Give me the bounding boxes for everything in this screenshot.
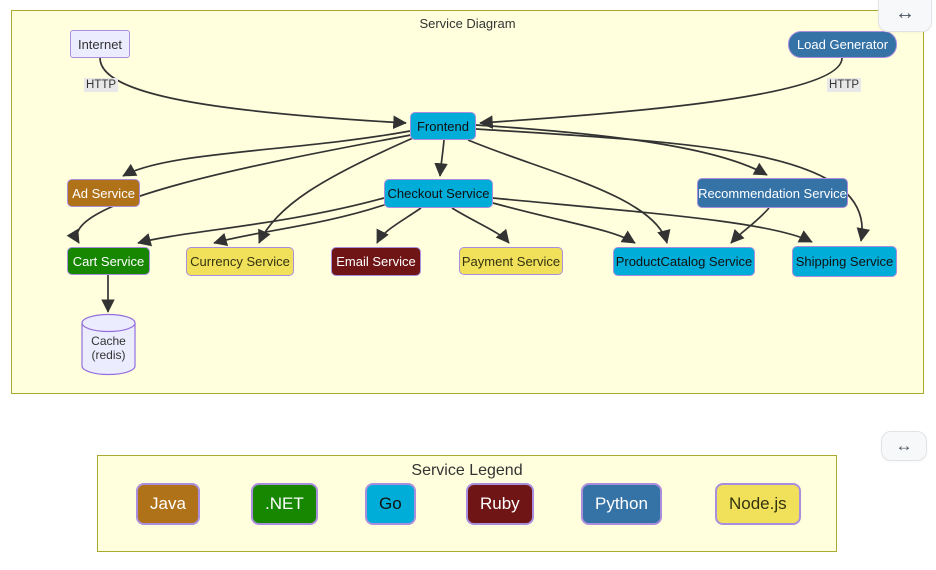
legend-item-ruby: Ruby — [466, 483, 534, 525]
legend-item-java: Java — [136, 483, 200, 525]
legend-title: Service Legend — [411, 462, 523, 479]
horizontal-expand-icon: ↔ — [895, 436, 913, 455]
legend-item-nodejs: Node.js — [715, 483, 801, 525]
horizontal-expand-icon: ↔ — [895, 2, 915, 24]
edge-label-http-loadgenerator: HTTP — [827, 78, 862, 92]
node-cache-redis: Cache (redis) — [91, 333, 126, 362]
service-legend-panel: Service Legend Java .NET Go Ruby Python … — [97, 455, 837, 552]
node-currency-service: Currency Service — [186, 247, 294, 276]
node-productcatalog-service: ProductCatalog Service — [613, 247, 755, 276]
node-ad-service: Ad Service — [67, 179, 140, 207]
node-shipping-service: Shipping Service — [792, 246, 897, 277]
node-recommendation-service: Recommendation Service — [697, 178, 848, 208]
expand-diagram-button[interactable]: ↔ — [878, 0, 932, 32]
node-frontend: Frontend — [410, 112, 476, 140]
node-checkout-service: Checkout Service — [384, 179, 493, 208]
legend-item-python: Python — [581, 483, 662, 525]
edge-label-http-internet: HTTP — [84, 78, 119, 92]
legend-item-dotnet: .NET — [251, 483, 318, 525]
node-payment-service: Payment Service — [459, 247, 563, 275]
node-load-generator: Load Generator — [788, 31, 897, 58]
expand-legend-button[interactable]: ↔ — [881, 431, 927, 461]
node-cart-service: Cart Service — [67, 247, 150, 275]
node-internet: Internet — [70, 30, 130, 58]
legend-item-go: Go — [365, 483, 416, 525]
node-email-service: Email Service — [331, 247, 421, 276]
diagram-title: Service Diagram — [419, 16, 516, 31]
